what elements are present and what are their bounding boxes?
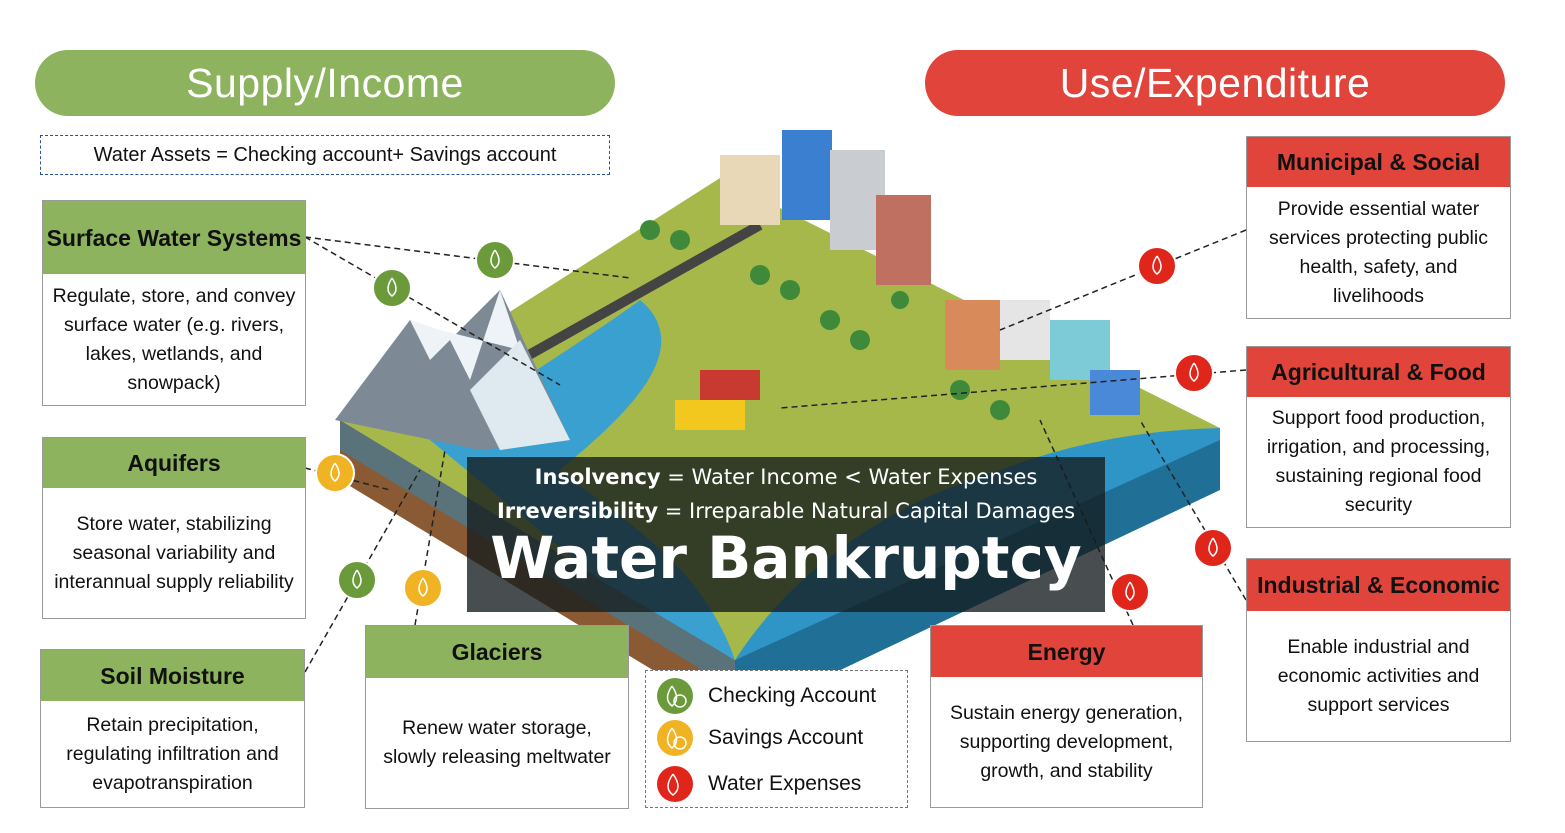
bridge-road	[517, 220, 763, 365]
card-industrial-economic: Industrial & Economic Enable industrial …	[1246, 558, 1511, 742]
card-aquifers: Aquifers Store water, stabilizing season…	[42, 437, 306, 619]
card-surface-water: Surface Water Systems Regulate, store, a…	[42, 200, 306, 406]
card-agricultural-food: Agricultural & Food Support food product…	[1246, 346, 1511, 528]
insolvency-term: Insolvency	[534, 465, 661, 489]
checking-icons	[337, 240, 515, 600]
legend-label: Water Expenses	[708, 772, 862, 795]
card-body: Store water, stabilizing seasonal variab…	[54, 512, 294, 593]
supply-income-header: Supply/Income	[35, 50, 615, 116]
card-title: Agricultural & Food	[1247, 347, 1510, 397]
assets-left: Water Assets = Checking account	[93, 143, 393, 166]
card-body: Regulate, store, and convey surface wate…	[52, 284, 296, 394]
checking-account-icon	[657, 678, 693, 714]
insolvency-definition: = Water Income < Water Expenses	[660, 465, 1038, 489]
card-body: Retain precipitation, regulating infiltr…	[66, 713, 279, 794]
irreversibility-definition: = Irreparable Natural Capital Damages	[658, 499, 1076, 523]
legend: Checking Account Savings Account Water E…	[645, 670, 908, 808]
water-bankruptcy-banner: Insolvency = Water Income < Water Expens…	[467, 457, 1105, 612]
card-title: Glaciers	[366, 626, 628, 678]
irreversibility-term: Irreversibility	[496, 499, 659, 523]
card-municipal-social: Municipal & Social Provide essential wat…	[1246, 136, 1511, 319]
card-body: Sustain energy generation, supporting de…	[949, 701, 1184, 782]
card-soil-moisture: Soil Moisture Retain precipitation, regu…	[40, 649, 305, 808]
card-title: Surface Water Systems	[43, 201, 305, 274]
card-title: Municipal & Social	[1247, 137, 1510, 187]
card-energy: Energy Sustain energy generation, suppor…	[930, 625, 1203, 808]
water-assets-equation: Water Assets = Checking account + Saving…	[40, 135, 610, 175]
savings-account-icon	[657, 720, 693, 756]
card-title: Soil Moisture	[41, 650, 304, 701]
savings-icons	[315, 453, 443, 608]
building	[782, 130, 832, 220]
use-expenditure-header: Use/Expenditure	[925, 50, 1505, 116]
expense-icons	[1110, 246, 1233, 612]
card-title: Aquifers	[43, 438, 305, 488]
card-title: Energy	[931, 626, 1202, 677]
banner-title: Water Bankruptcy	[490, 524, 1082, 592]
card-body: Renew water storage, slowly releasing me…	[383, 717, 611, 768]
card-body: Provide essential water services protect…	[1269, 197, 1488, 307]
legend-label: Checking Account	[708, 684, 877, 707]
card-body: Support food production, irrigation, and…	[1266, 407, 1491, 516]
water-expenses-icon	[657, 766, 693, 802]
card-body: Enable industrial and economic activitie…	[1277, 635, 1480, 716]
legend-label: Savings Account	[708, 726, 864, 749]
card-glaciers: Glaciers Renew water storage, slowly rel…	[365, 625, 629, 809]
assets-right: + Savings account	[392, 143, 557, 166]
card-title: Industrial & Economic	[1247, 559, 1510, 611]
